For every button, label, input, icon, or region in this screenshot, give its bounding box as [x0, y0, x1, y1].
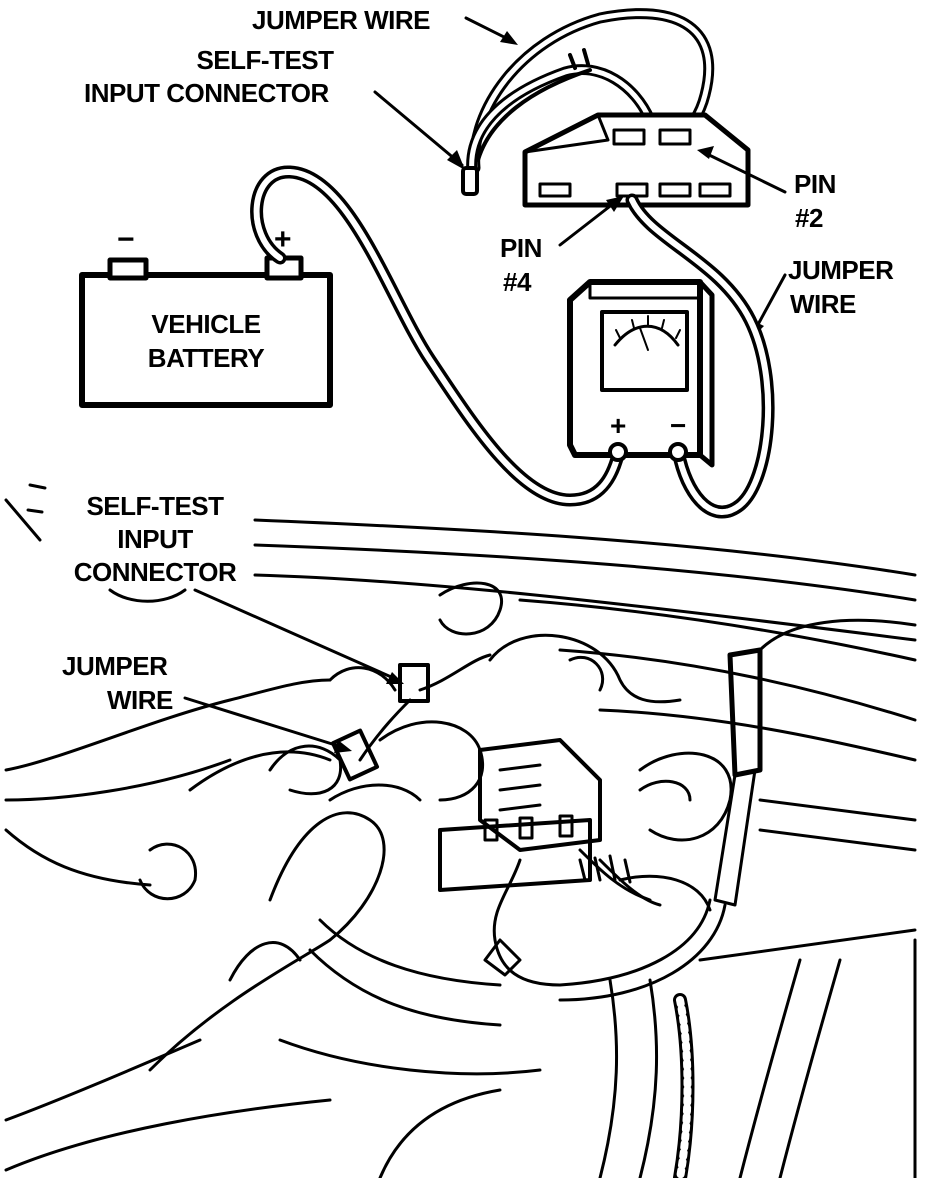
- battery-minus-sign: −: [117, 223, 135, 256]
- pin4-label-line1: PIN: [500, 233, 542, 263]
- battery-plus-sign: +: [274, 223, 292, 256]
- engine-compartment-scene: [4, 483, 917, 1178]
- pin2-label-line1: PIN: [794, 169, 836, 199]
- jumper-wire-loop: [469, 8, 715, 174]
- jumper-wire-right-label-line2: WIRE: [790, 289, 856, 319]
- jumper-wire-bottom-label-line1: JUMPER: [62, 651, 168, 681]
- harness-connector-top: [522, 112, 751, 208]
- vehicle-battery: [79, 255, 333, 408]
- self-test-top-label-line1: SELF-TEST: [196, 45, 334, 75]
- meter-plus-sign: +: [610, 410, 626, 441]
- self-test-bottom-label-line1: SELF-TEST: [86, 491, 224, 521]
- leader-lines-bottom: [108, 588, 400, 750]
- analog-voltmeter: [567, 279, 715, 468]
- pin2-label-line2: #2: [795, 203, 823, 233]
- self-test-top-label-line2: INPUT CONNECTOR: [84, 78, 329, 108]
- jumper-wire-bottom-label-line2: WIRE: [107, 685, 173, 715]
- meter-minus-sign: −: [670, 410, 686, 441]
- self-test-bottom-label-line2: INPUT: [117, 524, 193, 554]
- battery-label-line1: VEHICLE: [151, 309, 261, 339]
- self-test-connector-top: [461, 48, 656, 196]
- leader-lines-top: [373, 16, 787, 332]
- battery-label-line2: BATTERY: [147, 343, 265, 373]
- battery-to-meter-lead: [250, 165, 625, 507]
- pin4-to-meter-jumper: [625, 193, 775, 519]
- jumper-wire-top-label: JUMPER WIRE: [252, 5, 430, 35]
- jumper-wire-right-label-line1: JUMPER: [788, 255, 894, 285]
- pin4-label-line2: #4: [503, 267, 531, 297]
- self-test-bottom-label-line3: CONNECTOR: [73, 557, 237, 587]
